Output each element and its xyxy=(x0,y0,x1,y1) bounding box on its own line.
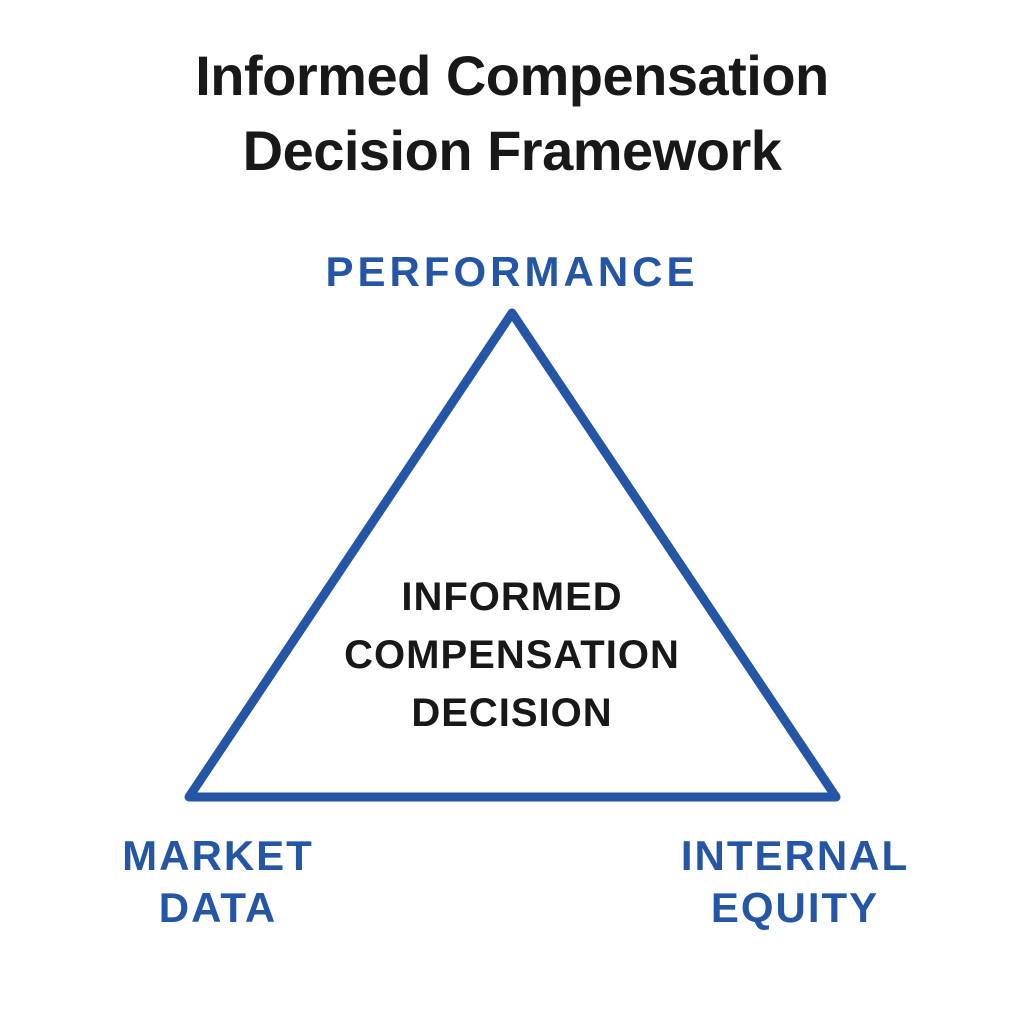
label-internal-equity: INTERNAL EQUITY xyxy=(655,830,935,934)
internal-equity-line-1: INTERNAL xyxy=(680,832,910,879)
label-informed-compensation-decision: INFORMED COMPENSATION DECISION xyxy=(0,568,1024,742)
market-data-line-2: DATA xyxy=(158,884,278,931)
center-label-line-3: DECISION xyxy=(411,691,613,735)
label-market-data: MARKET DATA xyxy=(98,830,338,934)
center-label-line-2: COMPENSATION xyxy=(344,633,680,677)
center-label-line-1: INFORMED xyxy=(401,575,623,619)
internal-equity-line-2: EQUITY xyxy=(710,884,880,931)
page-title-line-2: Decision Framework xyxy=(242,119,782,182)
triangle-outline xyxy=(184,308,841,802)
page-title-line-1: Informed Compensation xyxy=(195,44,829,107)
label-performance: PERFORMANCE xyxy=(325,248,699,295)
page-title: Informed Compensation Decision Framework xyxy=(0,38,1024,188)
market-data-line-1: MARKET xyxy=(122,832,314,879)
